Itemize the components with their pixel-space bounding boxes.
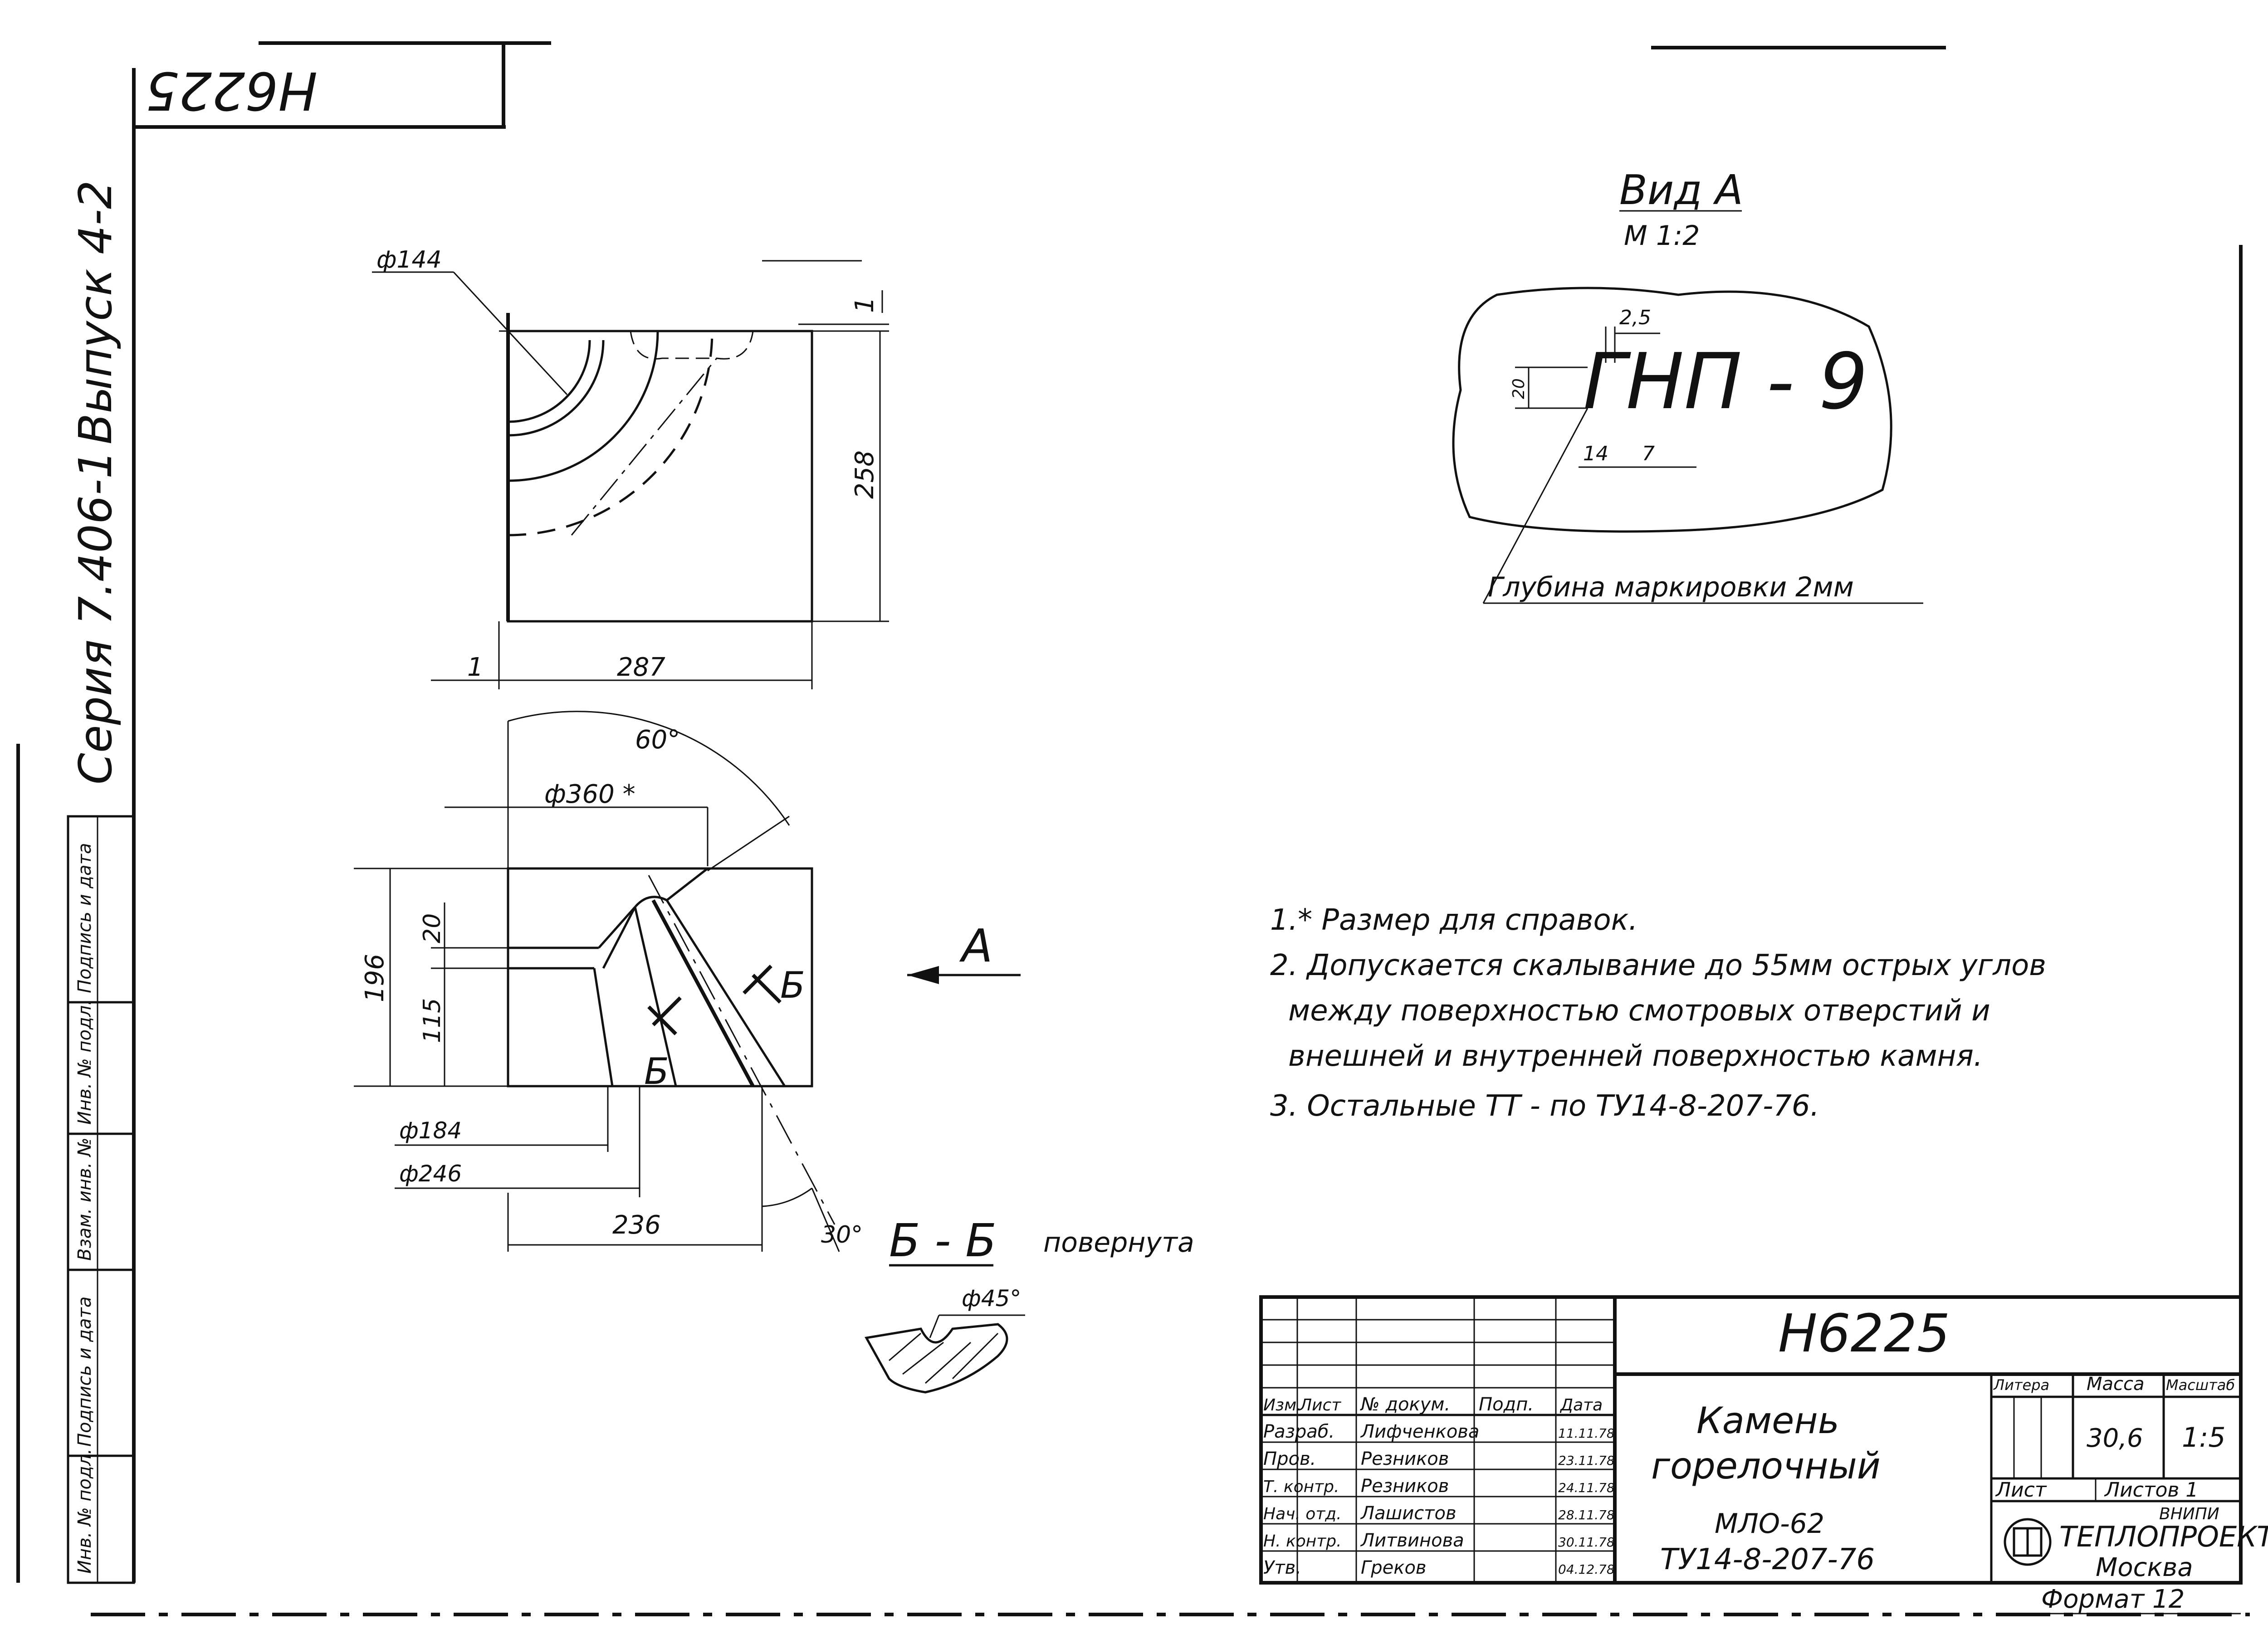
margin-table: Подпись и дата Инв. № подл. Взам. инв. №… [67,815,135,1584]
dim-1-top: 1 [850,297,880,313]
dim-236: 236 [612,1210,661,1240]
dim-196: 196 [360,954,390,1002]
margin-field-3: Взам. инв. № [74,1137,95,1261]
angle-30: 30° [821,1221,863,1249]
view-a-scale: М 1:2 [1624,220,1700,252]
row-role-4: Н. контр. [1263,1532,1342,1551]
item-name-1: Камень [1696,1400,1839,1442]
cut-label-2: Б [644,1050,669,1093]
scale-label: Масштаб [2166,1376,2235,1394]
view-a-title: Вид А [1619,166,1743,214]
scale-value: 1:5 [2182,1422,2226,1454]
item-name-2: горелочный [1651,1445,1881,1487]
org-name-1: ВНИПИ [2159,1505,2219,1523]
section-bb: Б - Б повернута ф45° [865,1214,1194,1394]
row-role-1: Пров. [1263,1449,1316,1469]
view-a-depth-note: Глубина маркировки 2мм [1488,571,1854,603]
margin-field-4: Подпись и дата [74,1297,95,1447]
row-date-5: 04.12.78 [1558,1562,1615,1577]
row-role-5: Утв. [1263,1557,1301,1578]
dim-258: 258 [850,450,880,499]
view-a-dim-7: 7 [1642,442,1655,465]
issue-text: Выпуск 4-2 [69,180,122,444]
material-1: МЛО-62 [1715,1508,1824,1540]
doc-number: Н6225 [1778,1303,1950,1364]
mass-label: Масса [2087,1374,2145,1395]
view-a-arrow-label: А [959,919,992,972]
note-3: 3. Остальные ТТ - по ТУ14-8-207-76. [1270,1089,1819,1123]
margin-field-2: Инв. № подл. [74,1000,95,1125]
row-date-0: 11.11.78 [1558,1426,1615,1441]
technical-notes: 1.* Размер для справок. 2. Допускается с… [1270,903,2046,1123]
section-view: 60° ф360 * 20 115 196 ф184 ф246 236 [354,711,1021,1252]
section-bb-dia: ф45° [962,1285,1021,1312]
mass-value: 30,6 [2087,1424,2143,1453]
dim-115: 115 [419,998,446,1043]
org-name-2: ТЕПЛОПРОЕКТ [2059,1520,2268,1553]
dim-20: 20 [419,913,446,943]
dim-dia-144: ф144 [376,246,442,273]
row-date-4: 30.11.78 [1558,1535,1615,1550]
view-a-dim-25: 2,5 [1619,306,1651,329]
angle-60: 60° [635,725,680,755]
margin-field-1: Подпись и дата [74,843,95,993]
row-role-2: Т. контр. [1263,1478,1339,1496]
org-logo-icon [2004,1518,2052,1566]
view-a-dim-20: 20 [1510,378,1528,399]
sheets-label: Листов 1 [2104,1478,2198,1502]
col-header-sign: Подп. [1479,1394,1534,1415]
stamp-number: Н6225 [146,60,318,121]
top-view: ф144 258 1 287 1 [372,246,889,689]
litera-label: Литера [1993,1376,2049,1394]
col-header-doc: № докум. [1360,1394,1450,1415]
org-name-3: Москва [2096,1553,2193,1582]
row-date-1: 23.11.78 [1558,1453,1615,1468]
view-a-marking: ГНП - 9 [1583,337,1868,427]
note-2-cont-2: внешней и внутренней поверхностью камня. [1288,1039,1983,1073]
material-2: ТУ14-8-207-76 [1660,1543,1875,1576]
format-label: Формат 12 [2041,1585,2185,1614]
dim-dia-360: ф360 * [544,780,635,809]
row-name-5: Греков [1361,1557,1427,1578]
dim-dia-184: ф184 [399,1117,462,1144]
title-block: Изм. Лист № докум. Подп. Дата Разраб. Ли… [1259,1295,2268,1585]
dim-287: 287 [617,653,665,682]
cut-label-1: Б [780,964,805,1006]
row-name-3: Лашистов [1360,1503,1457,1524]
section-bb-label: Б - Б [889,1214,997,1267]
section-bb-note: повернута [1043,1227,1194,1258]
row-role-0: Разраб. [1263,1421,1334,1442]
series-text: Серия 7.406-1 [69,450,122,785]
note-2-cont-1: между поверхностью смотровых отверстий и [1288,994,1990,1028]
row-name-2: Резников [1361,1476,1449,1497]
row-name-0: Лифченкова [1360,1421,1479,1442]
row-date-2: 24.11.78 [1558,1480,1615,1495]
dim-dia-246: ф246 [399,1161,462,1187]
view-a-dim-14: 14 [1583,442,1608,465]
note-1: 1.* Размер для справок. [1270,903,1638,937]
sheet-label: Лист [1995,1478,2047,1502]
note-2: 2. Допускается скалывание до 55мм острых… [1270,949,2046,982]
dim-1-left: 1 [467,653,484,682]
col-header-izm: Изм. [1263,1396,1302,1415]
row-name-1: Резников [1361,1449,1449,1469]
margin-field-5: Инв. № подл. [74,1449,95,1574]
row-date-3: 28.11.78 [1558,1507,1615,1522]
col-header-list: Лист [1299,1396,1341,1415]
view-a: Вид А М 1:2 ГНП - 9 20 2,5 14 7 Глубина … [1452,166,1923,604]
row-role-3: Нач. отд. [1263,1505,1342,1523]
col-header-date: Дата [1559,1396,1603,1415]
row-name-4: Литвинова [1360,1530,1464,1551]
